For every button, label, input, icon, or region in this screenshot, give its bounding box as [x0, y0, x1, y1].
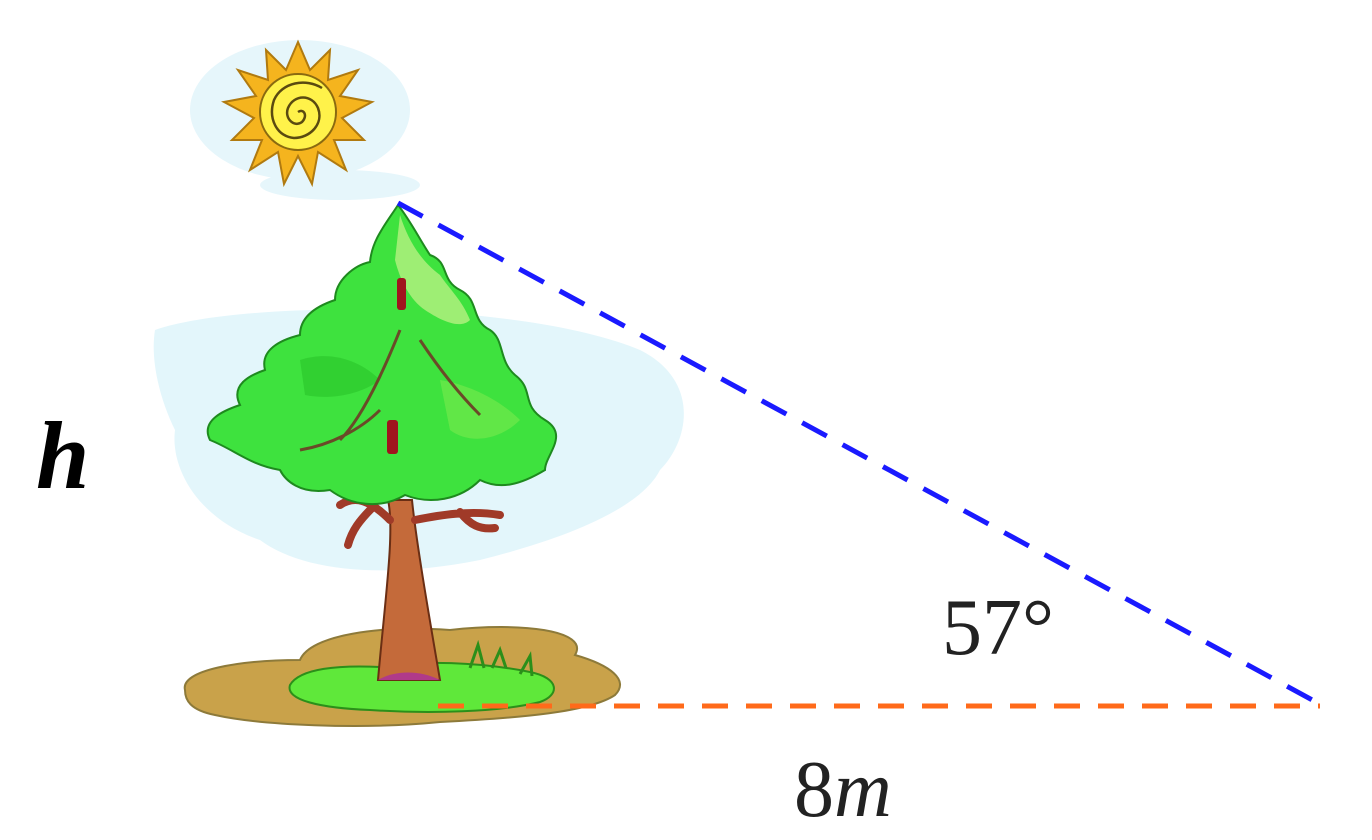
sun-icon — [221, 39, 375, 188]
distance-unit: m — [834, 746, 892, 834]
angle-label: 57° — [942, 584, 1054, 672]
sight-line — [396, 200, 1318, 705]
height-label: h — [36, 402, 89, 509]
distance-value: 8 — [794, 746, 834, 834]
tree-icon — [206, 203, 558, 681]
distance-label: 8m — [794, 746, 892, 834]
